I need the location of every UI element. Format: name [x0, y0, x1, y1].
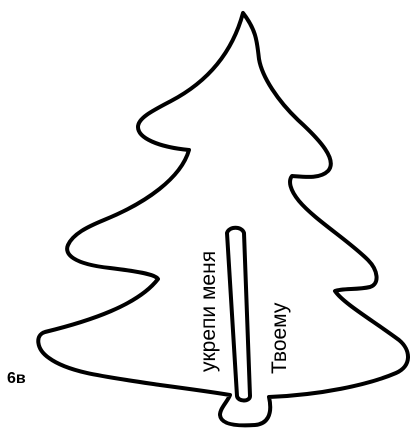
- stand-slot: [225, 225, 252, 403]
- figure-label: 6в: [7, 370, 26, 387]
- tree-outline: [36, 11, 410, 428]
- text-right: Твоему: [268, 302, 291, 374]
- text-left: укрепи меня: [197, 251, 220, 372]
